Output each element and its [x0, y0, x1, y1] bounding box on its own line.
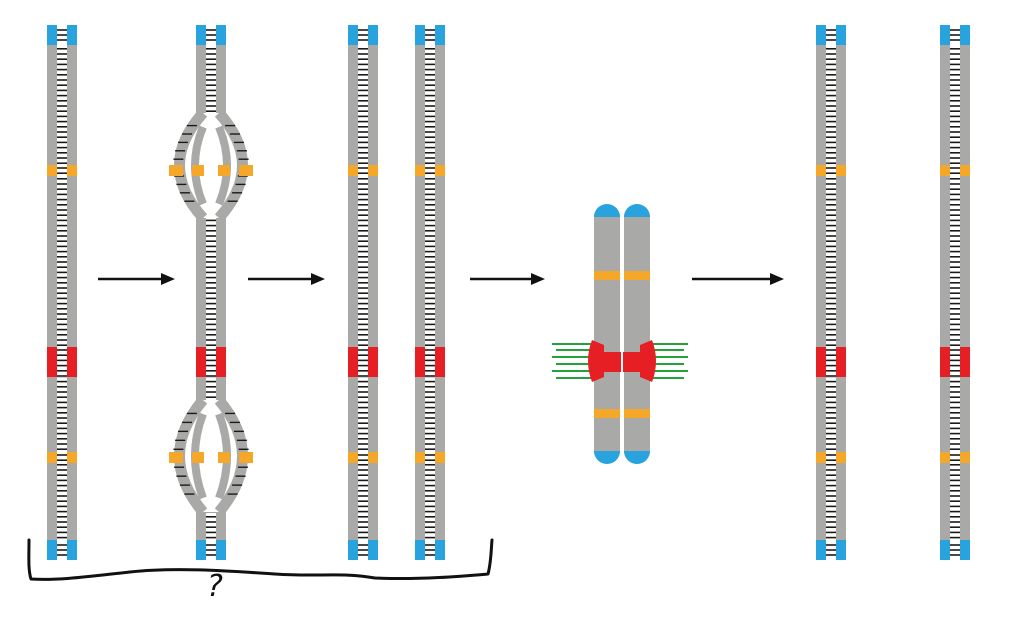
- spindle-fibers: [552, 343, 688, 379]
- arrow-1-icon: [98, 273, 175, 285]
- chromatid-right: [624, 204, 650, 464]
- kinetochore-right: [640, 340, 656, 382]
- marker-left-copy: [169, 165, 183, 176]
- marker-right-copy: [239, 165, 253, 176]
- arrow-2-icon: [248, 273, 325, 285]
- marker-lower: [594, 409, 620, 418]
- telomere-top: [594, 204, 620, 217]
- unknown-step-label: ?: [207, 569, 223, 604]
- sister-dna-right: [415, 25, 445, 560]
- marker-lower: [624, 409, 650, 418]
- marker-inner-right: [218, 165, 230, 176]
- marker-inner-right: [218, 452, 230, 463]
- telomere-bottom: [624, 451, 650, 464]
- replication-bubble-1: [169, 109, 253, 222]
- sister-dna-left: [348, 25, 378, 560]
- marker-inner-left: [192, 165, 204, 176]
- chromatid-left: [594, 204, 620, 464]
- marker-left-copy: [169, 452, 183, 463]
- arrow-3-icon: [470, 273, 545, 285]
- marker-upper: [594, 271, 620, 280]
- kinetochore-left: [588, 340, 604, 382]
- daughter-dna-right: [940, 25, 970, 560]
- telomere-top: [624, 204, 650, 217]
- marker-upper: [624, 271, 650, 280]
- replication-bubble-2: [169, 396, 253, 516]
- arrow-4-icon: [692, 273, 784, 285]
- marker-inner-left: [192, 452, 204, 463]
- marker-right-copy: [239, 452, 253, 463]
- mitotic-chromosome: [552, 204, 688, 464]
- parent-dna: [47, 25, 77, 560]
- hand-drawn-bracket: [27, 538, 494, 581]
- daughter-dna-left: [816, 25, 846, 560]
- chromatid-body: [594, 205, 620, 463]
- replicating-dna: [169, 25, 253, 560]
- telomere-bottom: [594, 451, 620, 464]
- chromatid-body: [624, 205, 650, 463]
- process-arrows: [98, 273, 784, 285]
